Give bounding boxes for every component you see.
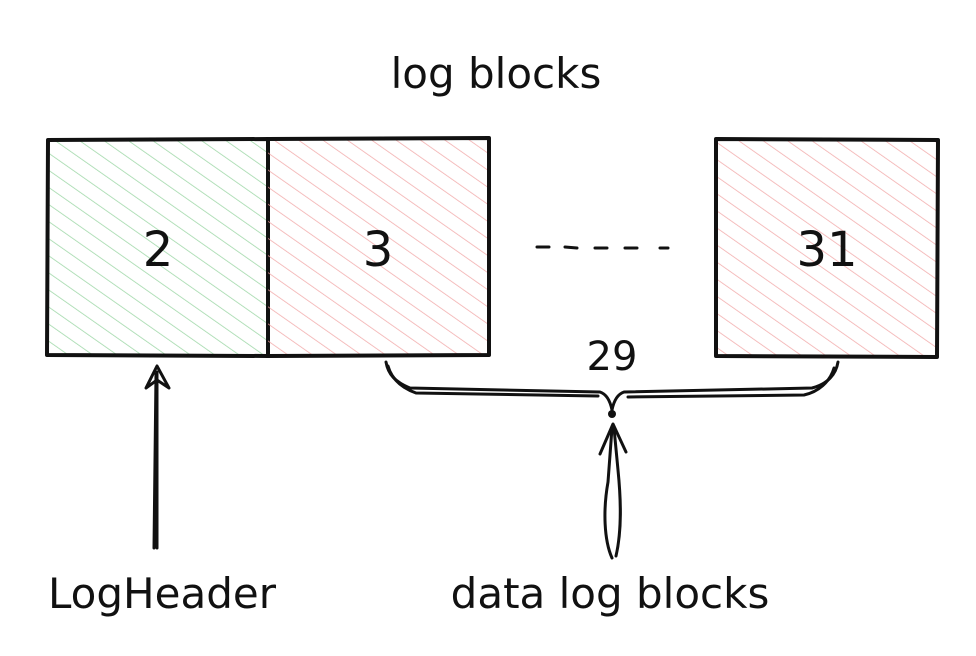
data-log-blocks-label: data log blocks — [451, 569, 770, 618]
log-block-data-first: 3 — [267, 136, 491, 358]
block-number: 31 — [796, 222, 857, 278]
log-block-data-last: 31 — [714, 137, 940, 359]
ellipsis-dashes — [535, 245, 670, 250]
log-header-arrow — [144, 364, 171, 550]
diagram-title: log blocks — [391, 49, 602, 98]
log-header-label: LogHeader — [48, 569, 277, 618]
log-block-header: 2 — [45, 137, 270, 358]
block-number: 2 — [143, 222, 174, 278]
data-blocks-brace — [384, 360, 840, 418]
block-number: 3 — [363, 222, 394, 278]
data-log-blocks-arrow — [598, 422, 628, 560]
data-block-count: 29 — [587, 334, 638, 380]
